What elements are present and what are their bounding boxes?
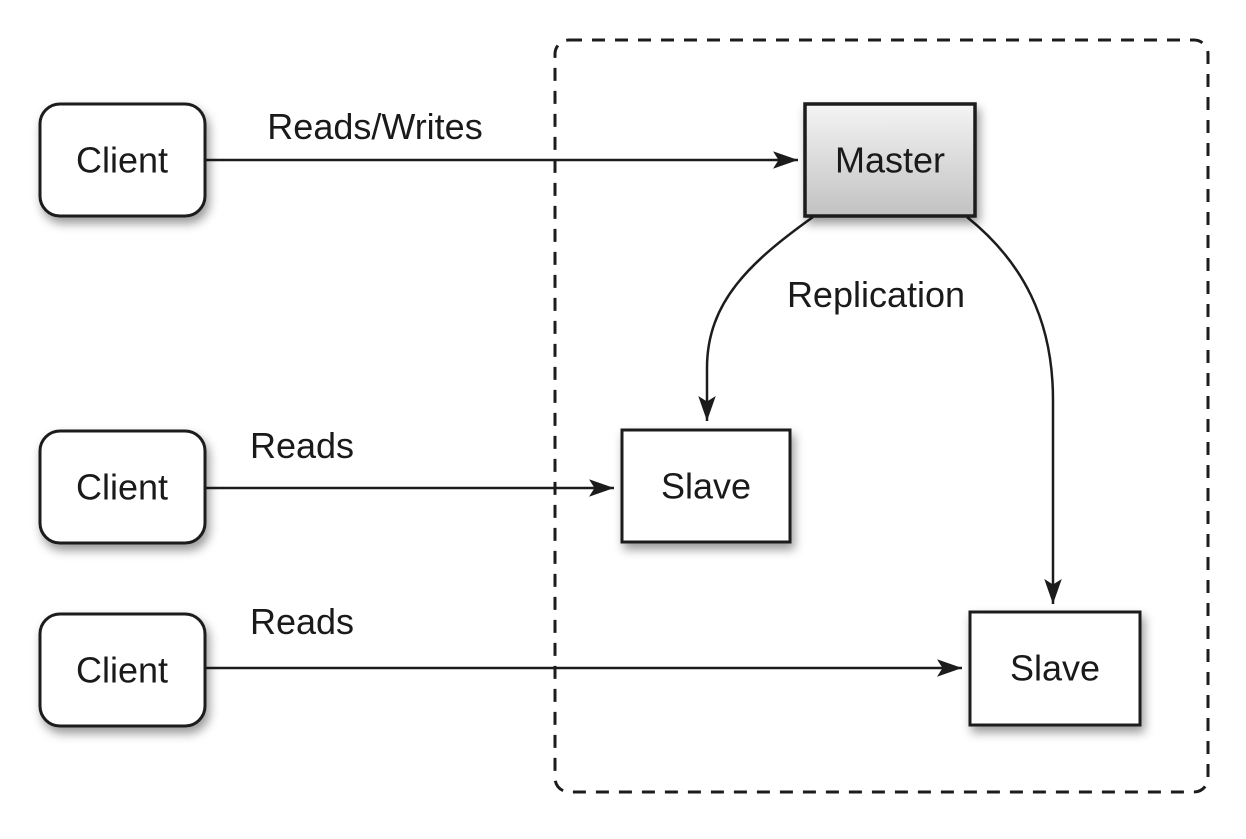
server-group-boundary: [553, 38, 1210, 794]
edge-label-replication: Replication: [787, 274, 965, 315]
master-node: Master: [803, 102, 977, 218]
slave-2-box: [968, 610, 1142, 727]
client-2-label: Client: [76, 467, 168, 508]
client-1-box: [38, 102, 207, 218]
slave-2-label: Slave: [1010, 648, 1100, 689]
edge-replication-left: [698, 215, 814, 421]
edge-replication-right: [966, 216, 1062, 604]
slave-1-label: Slave: [661, 466, 751, 507]
client-node-2: Client: [38, 429, 207, 545]
master-box: [803, 102, 977, 218]
edge-label-reads-writes: Reads/Writes: [267, 106, 482, 147]
slave-1-box: [620, 428, 792, 544]
client-2-box: [38, 429, 207, 545]
slave-node-1: Slave: [620, 428, 792, 544]
client-1-label: Client: [76, 140, 168, 181]
client-node-1: Client: [38, 102, 207, 218]
client-node-3: Client: [38, 612, 207, 728]
edge-label-reads-2: Reads: [250, 601, 354, 642]
edge-label-reads-1: Reads: [250, 425, 354, 466]
master-label: Master: [835, 140, 945, 181]
slave-node-2: Slave: [968, 610, 1142, 727]
client-3-box: [38, 612, 207, 728]
client-3-label: Client: [76, 650, 168, 691]
edges: [206, 151, 1062, 677]
